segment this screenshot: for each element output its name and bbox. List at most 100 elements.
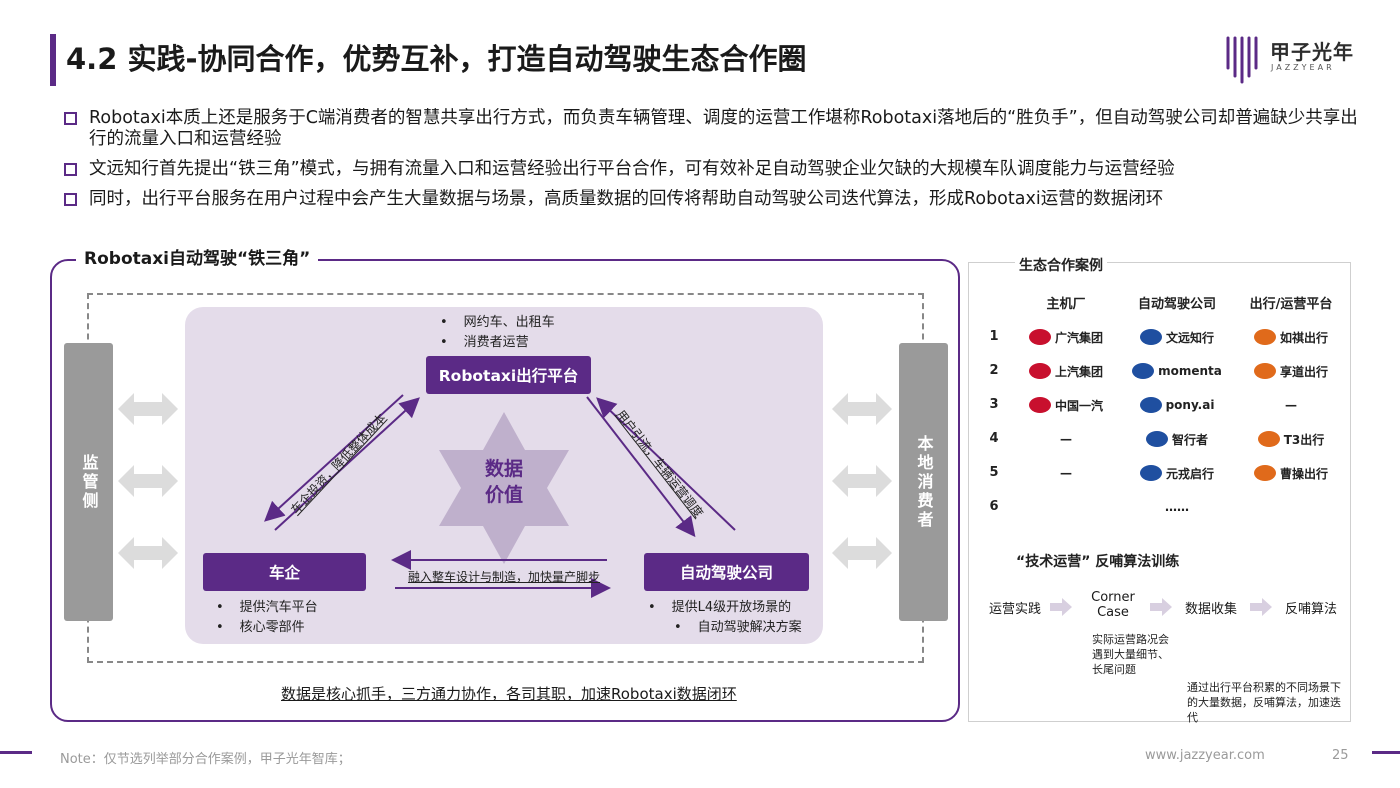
flow-arrow-icon — [1150, 598, 1172, 616]
flow-arrow-icon — [1250, 598, 1272, 616]
partner-logo-platform — [1236, 496, 1346, 518]
partner-name: 文远知行 — [1165, 330, 1214, 345]
jazzyear-logo-icon — [1226, 36, 1258, 84]
partner-logo-oem: — — [1011, 428, 1121, 450]
iron-triangle-frame — [50, 259, 960, 722]
double-arrow-icon — [832, 537, 892, 569]
consumer-side-bar: 本地消费者 — [899, 343, 948, 621]
partner-logo-oem: — — [1011, 462, 1121, 484]
partner-name: 曹操出行 — [1279, 466, 1328, 481]
list-item: 提供L4级开放场景的 — [648, 598, 802, 618]
brand-mark-icon — [1257, 431, 1280, 447]
row-number: 3 — [989, 397, 999, 412]
center-line-2: 价值 — [484, 484, 523, 506]
arrow-right-down — [586, 396, 696, 538]
footer-note: Note：仅节选列举部分合作案例，甲子光年智库； — [60, 752, 351, 767]
list-item-text: 自动驾驶解决方案 — [697, 620, 802, 635]
consumer-label: 本地消费者 — [914, 434, 934, 530]
bullet-item: 同时，出行平台服务在用户过程中会产生大量数据与场景，高质量数据的回传将帮助自动驾… — [64, 189, 1364, 210]
partner-name: 元戎启行 — [1165, 466, 1214, 481]
partner-name: …… — [1165, 500, 1189, 514]
list-item-continued: 自动驾驶解决方案 — [648, 618, 802, 638]
logo-chinese-name: 甲子光年 — [1270, 40, 1354, 64]
title-accent-bar — [50, 34, 56, 86]
square-bullet-icon — [64, 112, 77, 125]
diagram-caption: 数据是核心抓手，三方通力协作，各司其职，加速Robotaxi数据闭环 — [281, 685, 737, 703]
partner-name: 如祺出行 — [1279, 330, 1328, 345]
row-number: 4 — [989, 431, 999, 446]
partner-logo-oem: 上汽集团 — [1011, 360, 1121, 382]
brand-mark-icon — [1132, 363, 1155, 379]
partner-logo-platform: 如祺出行 — [1236, 326, 1346, 348]
column-header-oem: 主机厂 — [1046, 297, 1086, 312]
partner-name: 广汽集团 — [1054, 330, 1103, 345]
bullet-item: Robotaxi本质上还是服务于C端消费者的智慧共享出行方式，而负责车辆管理、调… — [64, 108, 1364, 150]
partner-logo-ad: momenta — [1122, 360, 1232, 382]
page-title: 4.2 实践-协同合作，优势互补，打造自动驾驶生态合作圈 — [66, 42, 807, 76]
node-robotaxi-platform: Robotaxi出行平台 — [426, 356, 591, 394]
tech-ops-title: “技术运营” 反哺算法训练 — [1016, 554, 1180, 570]
platform-items: 网约车、出租车 消费者运营 — [440, 313, 555, 353]
square-bullet-icon — [64, 163, 77, 176]
partner-logo-platform: 享道出行 — [1236, 360, 1346, 382]
regulator-side-bar: 监管侧 — [64, 343, 113, 621]
partner-name: pony.ai — [1165, 398, 1215, 412]
list-item: 网约车、出租车 — [440, 313, 555, 333]
partner-logo-oem — [1011, 496, 1121, 518]
ecosystem-title: 生态合作案例 — [1015, 255, 1107, 275]
partner-name: T3出行 — [1283, 432, 1325, 447]
partner-name: — — [1060, 432, 1072, 446]
data-value-label: 数据 价值 — [474, 456, 534, 508]
brand-mark-icon — [1253, 363, 1276, 379]
partner-logo-ad: 元戎启行 — [1122, 462, 1232, 484]
list-item: 消费者运营 — [440, 333, 555, 353]
column-header-platform: 出行/运营平台 — [1249, 297, 1333, 312]
column-header-ad: 自动驾驶公司 — [1137, 297, 1216, 312]
partner-name: 智行者 — [1171, 432, 1208, 447]
footer-url: www.jazzyear.com — [1145, 748, 1265, 763]
double-arrow-icon — [832, 393, 892, 425]
node-ad-company: 自动驾驶公司 — [644, 553, 809, 591]
partner-logo-oem: 广汽集团 — [1011, 326, 1121, 348]
partner-name: momenta — [1158, 364, 1222, 378]
partner-logo-oem: 中国一汽 — [1011, 394, 1121, 416]
regulator-label: 监管侧 — [79, 453, 99, 511]
partner-name: 上汽集团 — [1054, 364, 1103, 379]
bullet-list: Robotaxi本质上还是服务于C端消费者的智慧共享出行方式，而负责车辆管理、调… — [64, 108, 1364, 219]
brand-mark-icon — [1139, 397, 1162, 413]
triangle-arrows-diagram — [264, 394, 736, 598]
brand-mark-icon — [1139, 329, 1162, 345]
partner-logo-ad: pony.ai — [1122, 394, 1232, 416]
partner-name: — — [1285, 398, 1297, 412]
footer-accent-right — [1372, 751, 1400, 754]
brand-mark-icon — [1028, 363, 1051, 379]
partner-logo-platform: 曹操出行 — [1236, 462, 1346, 484]
list-item: 提供汽车平台 — [216, 598, 318, 618]
node-oem: 车企 — [203, 553, 366, 591]
partner-logo-platform: T3出行 — [1236, 428, 1346, 450]
partner-logo-ad: 文远知行 — [1122, 326, 1232, 348]
center-line-1: 数据 — [484, 458, 523, 480]
brand-mark-icon — [1253, 329, 1276, 345]
brand-mark-icon — [1253, 465, 1276, 481]
arrow-left-up — [274, 397, 420, 531]
bullet-text: 文远知行首先提出“铁三角”模式，与拥有流量入口和运营经验出行平台合作，可有效补足… — [89, 159, 1175, 179]
row-number: 5 — [989, 465, 999, 480]
double-arrow-icon — [118, 393, 178, 425]
partner-logo-ad: …… — [1122, 496, 1232, 518]
logo-english-name: JAZZYEAR — [1271, 63, 1335, 72]
double-arrow-icon — [118, 465, 178, 497]
corner-case-note: 实际运营路况会遇到大量细节、长尾问题 — [1092, 633, 1169, 676]
row-number: 6 — [989, 499, 999, 514]
partner-name: 享道出行 — [1279, 364, 1328, 379]
oem-items: 提供汽车平台 核心零部件 — [216, 598, 318, 638]
brand-mark-icon — [1145, 431, 1168, 447]
edge-label-bottom: 融入整车设计与制造，加快量产脚步 — [408, 570, 601, 584]
partner-logo-ad: 智行者 — [1122, 428, 1232, 450]
flow-step-data: 数据收集 — [1184, 602, 1237, 617]
bullet-text: 同时，出行平台服务在用户过程中会产生大量数据与场景，高质量数据的回传将帮助自动驾… — [89, 189, 1164, 209]
ecosystem-panel — [968, 262, 1351, 722]
algorithm-note: 通过出行平台积累的不同场景下的大量数据，反哺算法，加速迭代 — [1187, 681, 1341, 724]
arrow-right-up — [596, 397, 736, 531]
partner-name: 中国一汽 — [1054, 398, 1103, 413]
